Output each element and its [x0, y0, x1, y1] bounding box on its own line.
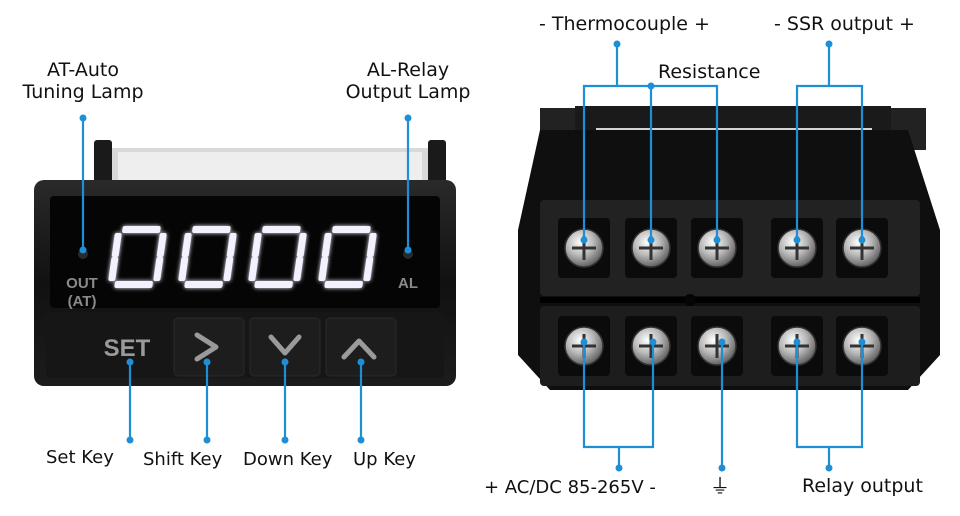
display-segment: [226, 233, 237, 257]
display-digit: [318, 226, 377, 288]
al-lamp-callout-line2: Output Lamp: [345, 80, 471, 103]
terminal-screw-icon: [836, 218, 888, 278]
at-lamp-callout-line2: Tuning Lamp: [22, 80, 144, 103]
out-indicator-label: OUT: [66, 275, 98, 292]
up-key-callout: Up Key: [353, 449, 416, 470]
display-segment: [153, 257, 164, 281]
terminal-screw-icon: [691, 218, 743, 278]
chevron-right-icon[interactable]: [194, 332, 219, 362]
terminal-screw-icon: [625, 316, 677, 376]
display-segment: [181, 233, 192, 257]
al-lamp-callout: AL-Relay Output Lamp: [334, 59, 482, 104]
display-segment: [363, 257, 374, 281]
display-segment: [332, 226, 371, 233]
at-lamp-callout-line1: AT-Auto: [47, 59, 119, 81]
display-segment: [108, 257, 119, 281]
display-segment: [254, 281, 293, 288]
ground-icon: ⏚: [710, 474, 730, 498]
chevron-up-icon[interactable]: [341, 338, 377, 360]
display-segment: [293, 257, 304, 281]
display-segment: [324, 281, 363, 288]
at-indicator-label: (AT): [68, 293, 97, 310]
front-panel-device: [34, 140, 456, 386]
relay-output-callout: Relay output: [802, 475, 923, 497]
display-segment: [366, 233, 377, 257]
display-segment: [111, 233, 122, 257]
down-key-callout: Down Key: [243, 449, 333, 470]
display-segment: [178, 257, 189, 281]
display-segment: [321, 233, 332, 257]
thermocouple-callout: - Thermocouple +: [539, 13, 710, 35]
seven-segment-display: [108, 226, 377, 288]
display-segment: [223, 257, 234, 281]
display-digit: [248, 226, 307, 288]
display-digit: [178, 226, 237, 288]
shift-key-callout: Shift Key: [143, 449, 223, 470]
terminal-screw-icon: [558, 218, 610, 278]
resistance-callout: Resistance: [658, 61, 761, 83]
at-lamp-callout: AT-Auto Tuning Lamp: [22, 59, 144, 104]
terminal-screw-icon: [625, 218, 677, 278]
display-segment: [184, 281, 223, 288]
display-segment: [318, 257, 329, 281]
al-indicator-label: AL: [398, 275, 418, 292]
display-segment: [114, 281, 153, 288]
display-segment: [122, 226, 161, 233]
display-digit: [108, 226, 167, 288]
ssr-output-callout: - SSR output +: [774, 13, 915, 35]
display-segment: [262, 226, 301, 233]
terminal-screws: [558, 218, 888, 376]
callout-dots: [79, 40, 866, 472]
set-key-callout: Set Key: [46, 447, 114, 468]
display-segment: [192, 226, 231, 233]
chevron-down-icon[interactable]: [268, 334, 302, 356]
display-segment: [251, 233, 262, 257]
set-key-label[interactable]: SET: [104, 335, 151, 362]
display-segment: [248, 257, 259, 281]
power-callout: + AC/DC 85-265V -: [484, 477, 656, 498]
callout-lines: [81, 44, 864, 468]
al-lamp-callout-line1: AL-Relay: [366, 59, 450, 81]
display-segment: [296, 233, 307, 257]
display-segment: [156, 233, 167, 257]
terminal-screw-icon: [691, 316, 743, 376]
terminal-screw-icon: [771, 218, 823, 278]
